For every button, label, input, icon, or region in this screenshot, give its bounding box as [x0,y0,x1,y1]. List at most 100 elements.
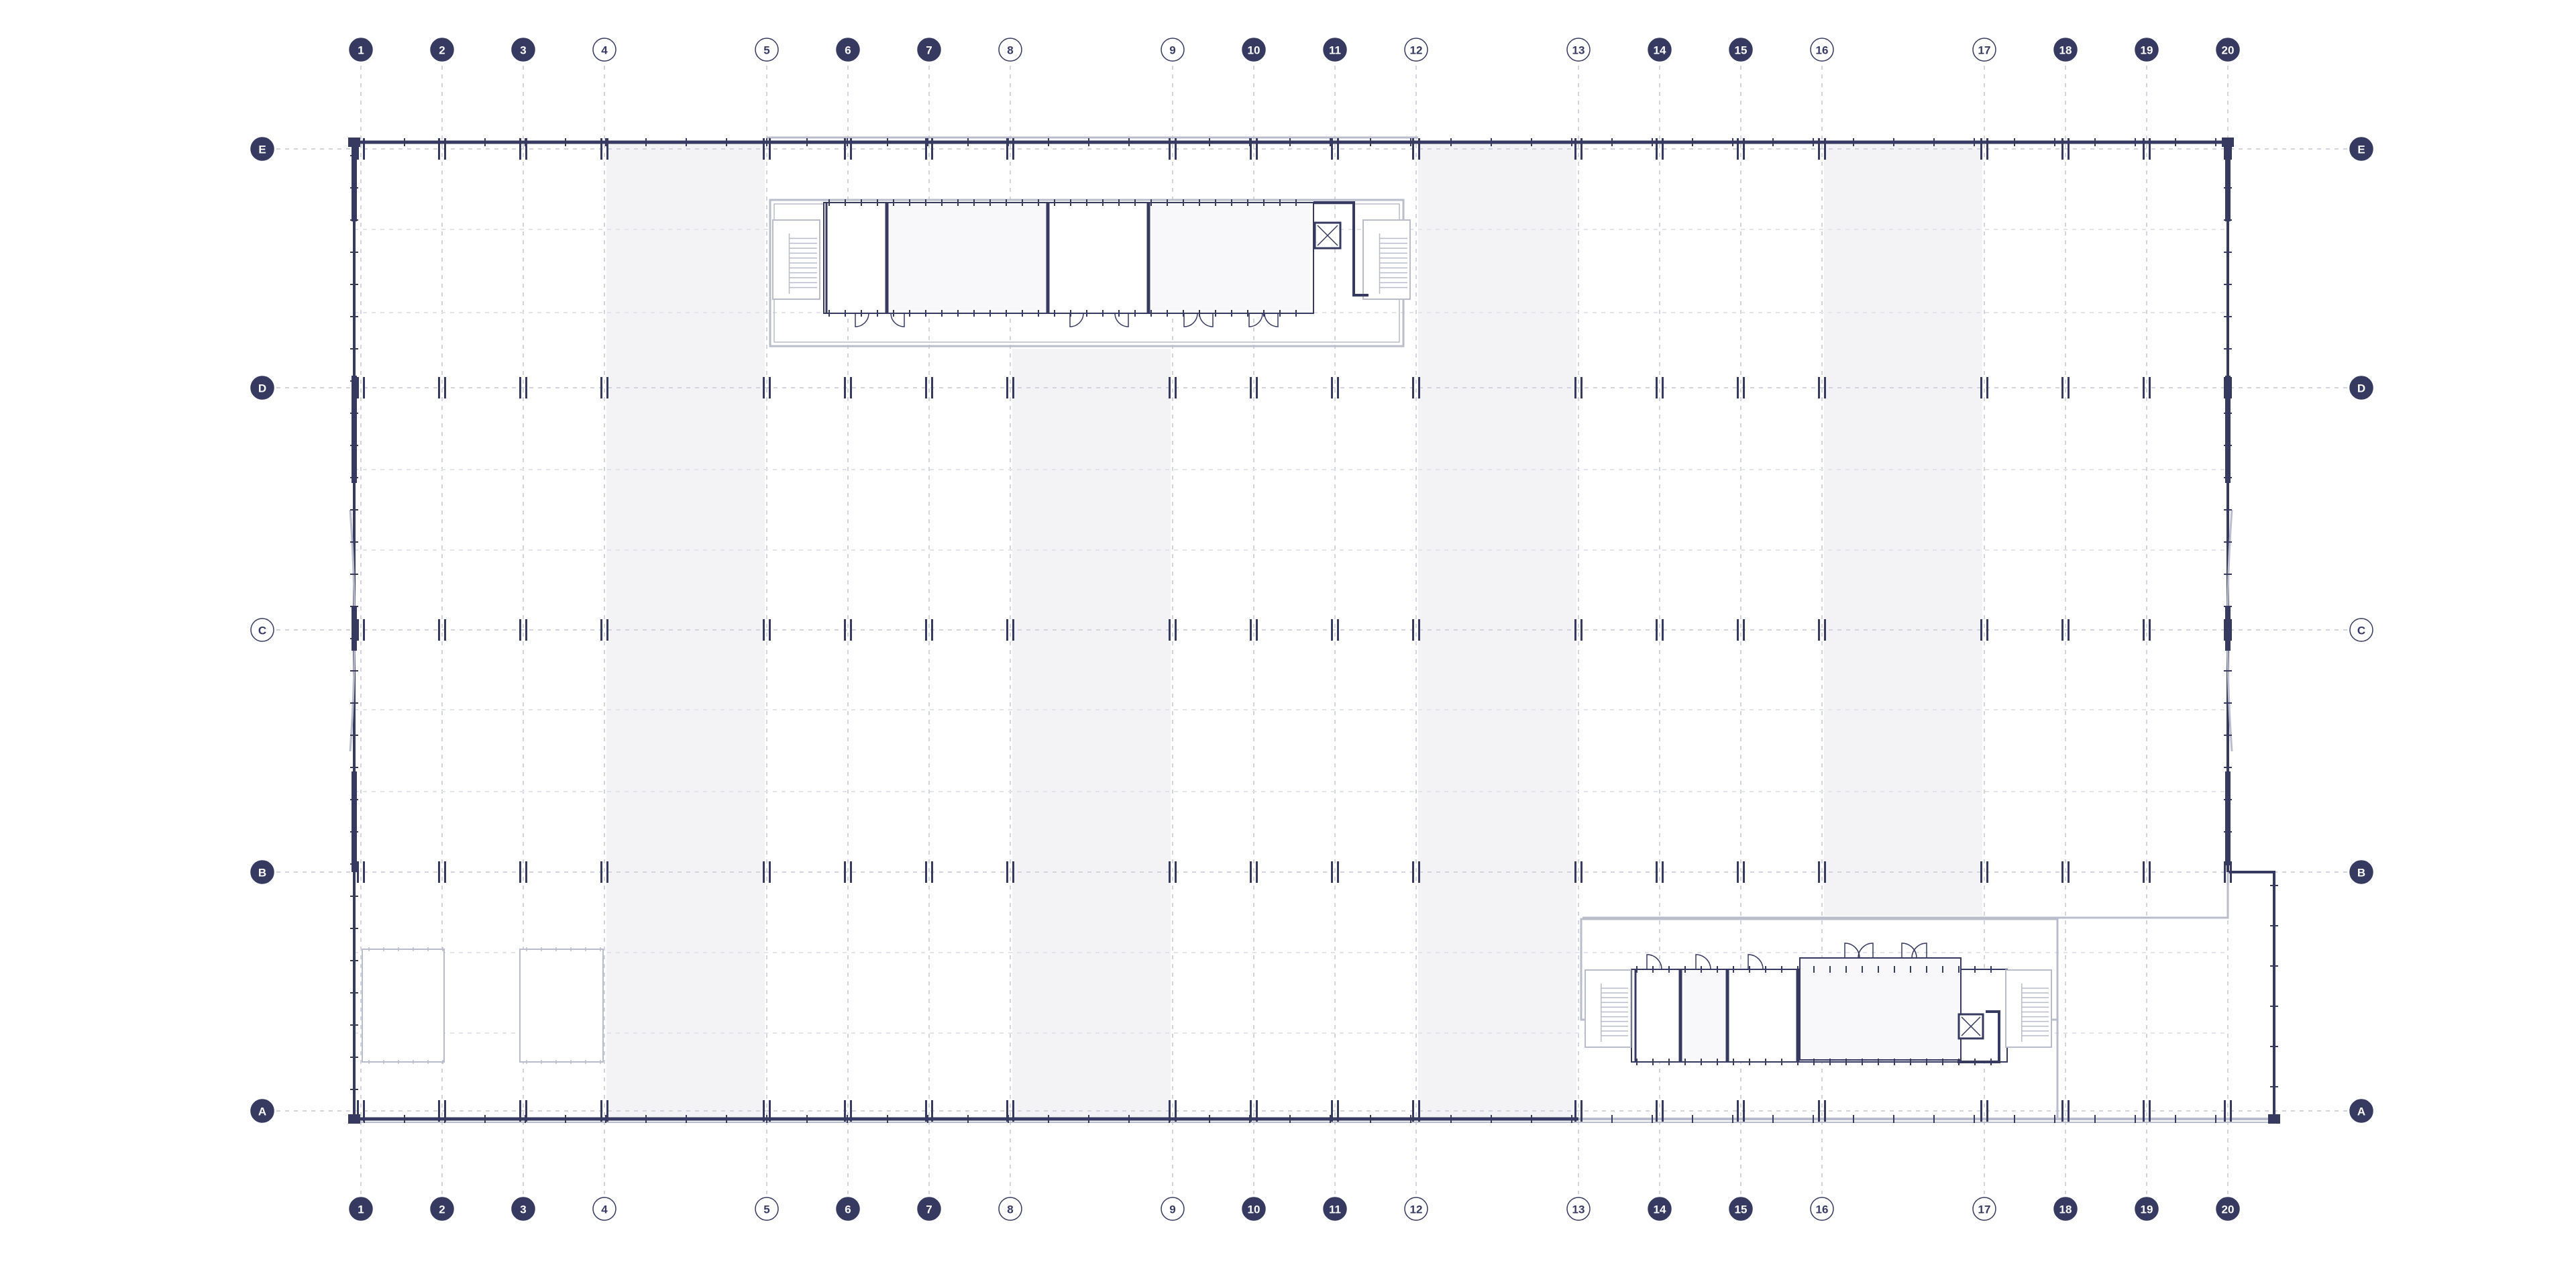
grid-bubble-row-right-B: B [2349,860,2373,884]
grid-bubble-icon [2349,137,2373,161]
column [1580,1100,1582,1122]
column [1980,619,1982,641]
column [763,619,765,641]
column [1662,619,1664,641]
column [1980,138,1982,160]
door-swing-icon [1695,954,1711,970]
column [2061,861,2063,883]
grid-bubble-icon [1648,1197,1672,1221]
door-swing-icon [1248,313,1263,327]
column [363,377,365,398]
grid-bubble-icon [2135,38,2159,62]
column [519,619,521,641]
column [1737,1100,1739,1122]
grid-bubble-col-bottom-10: 10 [1242,1197,1266,1221]
column [1256,1100,1258,1122]
grid-bubble-col-top-12: 12 [1404,38,1428,62]
column [1818,861,1820,883]
grid-bubble-label: C [258,625,266,637]
grid-bubble-label: C [2357,625,2365,637]
grid-bubble-col-bottom-3: 3 [511,1197,535,1221]
grid-bubble-col-top-4: 4 [592,38,616,62]
column [2224,1100,2226,1122]
door-swing-icon [1748,954,1764,970]
column [1574,377,1576,398]
wall-east-annex [2228,871,2275,1119]
column [2149,619,2151,641]
column [2061,377,2063,398]
grid-bubble-label: 12 [1410,1203,1423,1216]
column [2149,861,2151,883]
column [2230,138,2232,160]
column [2224,377,2226,398]
aisle-bay-2 [1012,349,1171,1119]
column [1662,1100,1664,1122]
column [844,861,846,883]
grid-bubble-icon [998,38,1022,62]
grid-bubble-icon [592,38,616,62]
grid-bubble-col-bottom-11: 11 [1323,1197,1347,1221]
column [769,861,771,883]
grid-bubble-icon [250,860,274,884]
north-room-4 [1151,205,1311,311]
column [1006,377,1008,398]
column [1737,861,1739,883]
grid-bubble-icon [1242,1197,1266,1221]
grid-bubble-col-top-5: 5 [755,38,779,62]
grid-bubble-icon [250,1099,274,1123]
grid-bubble-label: 7 [926,1203,932,1216]
grid-bubble-icon [511,1197,535,1221]
column [1986,138,1988,160]
column [363,861,365,883]
column [1412,1100,1414,1122]
grid-bubble-col-top-14: 14 [1648,38,1672,62]
column [444,377,446,398]
door-swing-icon [1911,943,1927,959]
grid-bubble-icon [1404,38,1428,62]
grid-bubble-label: 19 [2141,44,2153,57]
column [1824,138,1826,160]
grid-bubble-icon [917,1197,941,1221]
grid-bubble-col-top-17: 17 [1972,38,1996,62]
grid-bubble-col-top-2: 2 [430,38,454,62]
column [1662,861,1664,883]
grid-bubble-label: D [2357,382,2365,395]
grid-bubble-icon [2349,376,2373,400]
grid-bubble-icon [1972,38,1996,62]
grid-bubble-icon [1729,1197,1753,1221]
column [606,861,608,883]
column [2068,138,2070,160]
column [844,377,846,398]
grid-bubble-icon [2349,618,2373,642]
column [606,619,608,641]
column [769,138,771,160]
grid-bubble-icon [2053,1197,2078,1221]
column [1256,861,1258,883]
south-room-4 [1799,957,1962,1061]
column [1337,1100,1339,1122]
storage-racks [362,947,604,1064]
column [2061,619,2063,641]
grid-bubble-col-top-9: 9 [1161,38,1185,62]
elevator-cross [1317,225,1338,246]
column [2143,861,2145,883]
grid-bubble-col-bottom-19: 19 [2135,1197,2159,1221]
column [600,861,602,883]
storage-rack-2 [519,949,604,1063]
door-swing-icon [1264,313,1279,327]
column [525,138,527,160]
column [1337,619,1339,641]
column [1418,1100,1420,1122]
door-swing-icon [1183,313,1198,327]
column [357,619,359,641]
door-swing-icon [1646,954,1662,970]
grid-bubble-col-top-11: 11 [1323,38,1347,62]
column [1986,377,1988,398]
grid-bubble-col-top-10: 10 [1242,38,1266,62]
grid-bubble-label: 8 [1007,1203,1013,1216]
column [2143,138,2145,160]
column [1256,377,1258,398]
grid-bubble-label: 10 [1248,44,1260,57]
grid-bubble-label: 11 [1329,44,1341,57]
column [1737,138,1739,160]
